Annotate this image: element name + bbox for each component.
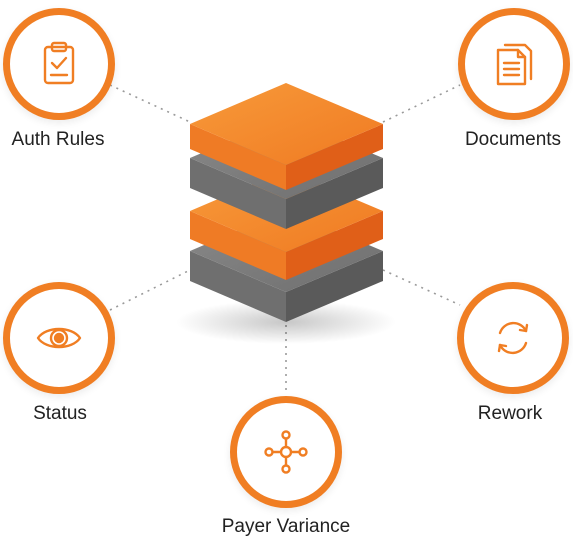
auth-rules-label: Auth Rules bbox=[11, 129, 105, 150]
dotted-connectors bbox=[109, 84, 461, 395]
stack-layer-orange-top bbox=[190, 83, 383, 190]
documents-node bbox=[458, 8, 570, 120]
network-hub-icon bbox=[264, 430, 308, 474]
status-label: Status bbox=[33, 403, 87, 424]
rework-node bbox=[457, 282, 569, 394]
documents-icon bbox=[496, 43, 533, 86]
auth-rules-node bbox=[3, 8, 115, 120]
payer-variance-label: Payer Variance bbox=[221, 516, 351, 537]
rework-label: Rework bbox=[477, 403, 543, 424]
status-node bbox=[3, 282, 115, 394]
documents-label: Documents bbox=[464, 129, 562, 150]
clipboard-check-icon bbox=[43, 41, 75, 85]
refresh-arrows-icon bbox=[497, 321, 529, 355]
payer-variance-node bbox=[230, 396, 342, 508]
layer-stack bbox=[190, 83, 383, 322]
eye-icon bbox=[36, 327, 82, 349]
